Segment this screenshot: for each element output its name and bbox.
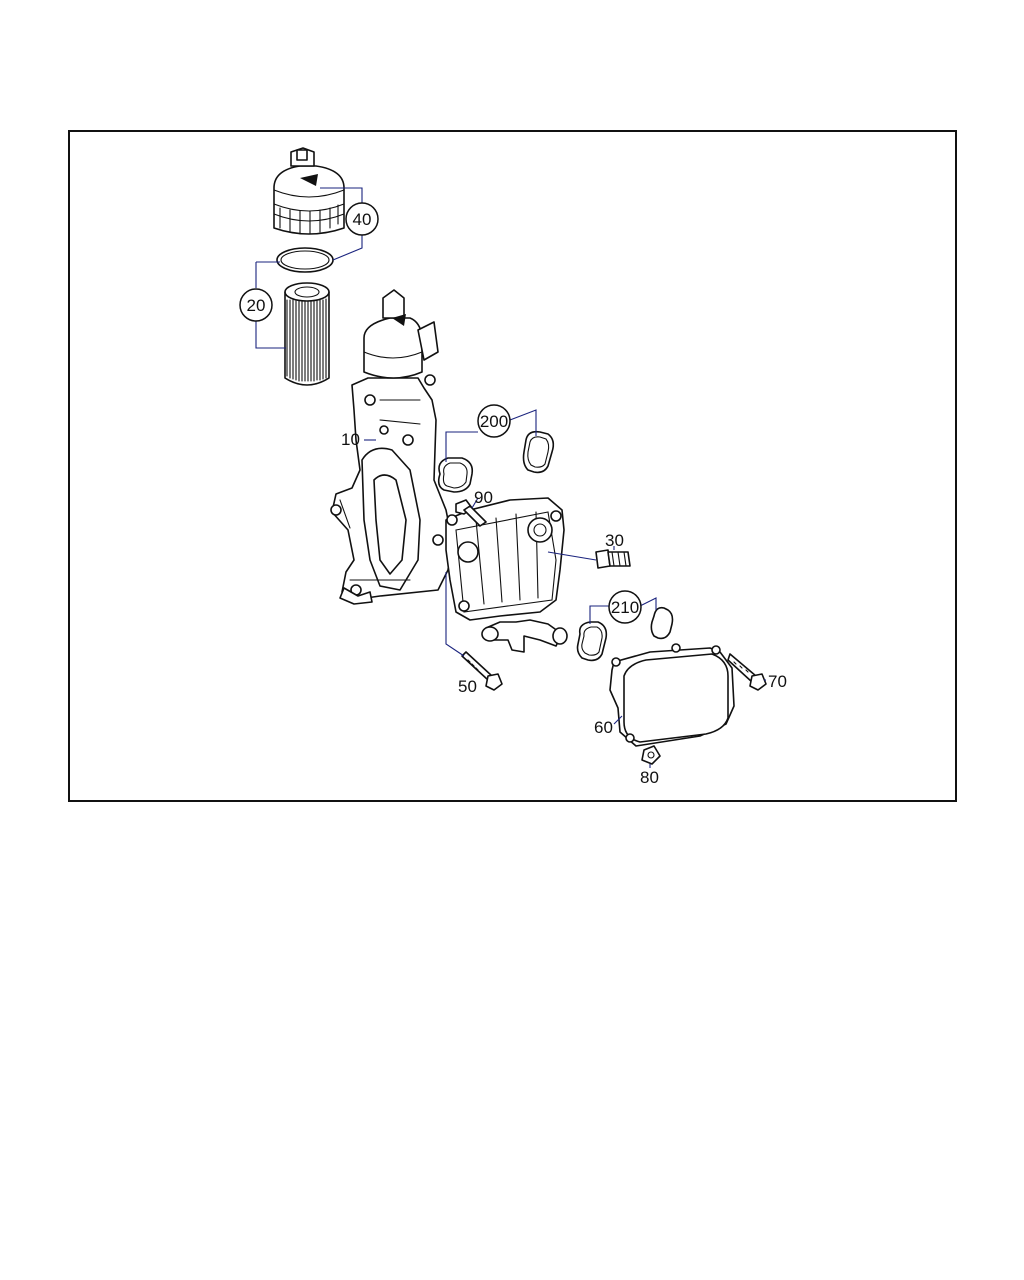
seal-pair-210 (576, 606, 674, 662)
callout-80[interactable]: 80 (640, 768, 659, 787)
diagram-frame (68, 130, 957, 802)
callout-200[interactable]: 200 (477, 404, 511, 438)
oil-filter-cap (273, 147, 345, 235)
callout-30[interactable]: 30 (605, 531, 624, 550)
callouts: 40 20 200 210 10 90 30 50 70 60 80 (239, 202, 787, 787)
sensor-30 (595, 549, 631, 569)
svg-text:40: 40 (353, 210, 372, 229)
callout-90[interactable]: 90 (474, 488, 493, 507)
nut-80 (641, 745, 661, 765)
oil-cooler (609, 643, 735, 747)
cooler-adapter (445, 497, 568, 653)
callout-210[interactable]: 210 (608, 590, 642, 624)
svg-text:200: 200 (480, 412, 508, 431)
filter-element (284, 282, 330, 386)
gasket-pair-200 (437, 430, 555, 493)
bolt-90 (455, 499, 487, 527)
bolt-70 (727, 653, 767, 691)
leader-lines (255, 187, 766, 768)
svg-text:210: 210 (611, 598, 639, 617)
svg-text:20: 20 (247, 296, 266, 315)
bolt-50 (461, 651, 503, 691)
callout-10[interactable]: 10 (341, 430, 360, 449)
filter-housing (330, 289, 453, 605)
callout-70[interactable]: 70 (768, 672, 787, 691)
cap-seal-ring (276, 247, 334, 273)
callout-50[interactable]: 50 (458, 677, 477, 696)
callout-20[interactable]: 20 (239, 288, 273, 322)
callout-60[interactable]: 60 (594, 718, 613, 737)
callout-40[interactable]: 40 (345, 202, 379, 236)
